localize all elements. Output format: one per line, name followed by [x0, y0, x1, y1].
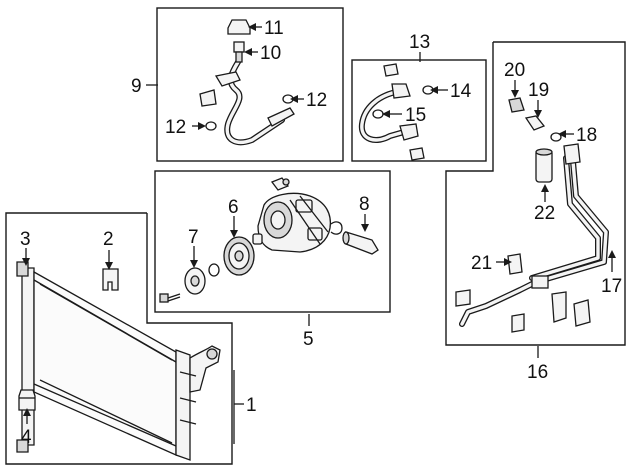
compressor [257, 177, 332, 253]
receiver-drier [535, 148, 553, 183]
callout-15: 15 [405, 105, 426, 126]
callout-11: 11 [264, 18, 284, 39]
drier-o-ring [550, 132, 562, 142]
clutch-pulley [223, 236, 255, 276]
callout-16: 16 [527, 362, 548, 383]
liquid-line-group-box [445, 41, 626, 346]
snap-ring [208, 263, 220, 277]
pressure-sensor [507, 253, 523, 275]
callout-18: 18 [576, 125, 597, 146]
compressor-group-box [154, 170, 391, 313]
condenser-mount-cushion [18, 389, 36, 411]
drier-cap [508, 97, 525, 113]
callout-14: 14 [450, 81, 472, 102]
leaders [22, 23, 616, 444]
shim [252, 233, 263, 245]
discharge-o-ring-b [372, 109, 384, 119]
relief-valve-o-ring [330, 221, 343, 235]
condenser-bracket [102, 268, 119, 291]
callout-4: 4 [21, 427, 32, 448]
condenser-group-box [5, 212, 233, 465]
service-valve-cap [227, 19, 251, 35]
liquid-line [455, 143, 609, 333]
discharge-hose-group-box [351, 59, 487, 162]
discharge-hose [358, 63, 425, 161]
condenser [16, 261, 221, 461]
callout-7: 7 [188, 227, 199, 248]
callout-8: 8 [359, 194, 370, 215]
callout-22: 22 [534, 203, 555, 224]
callout-6: 6 [228, 197, 239, 218]
clutch-bolt [159, 293, 181, 303]
callout-2: 2 [103, 229, 114, 250]
service-valve [233, 41, 245, 63]
callout-12-lower: 12 [165, 117, 186, 138]
callout-13: 13 [409, 32, 430, 53]
pressure-switch [342, 231, 379, 255]
callout-10: 10 [260, 43, 281, 64]
suction-hose [199, 59, 295, 146]
callout-3: 3 [20, 229, 31, 250]
callout-19: 19 [528, 80, 549, 101]
callout-21: 21 [471, 253, 492, 274]
callout-1: 1 [246, 395, 257, 416]
callout-20: 20 [504, 60, 525, 81]
callout-9: 9 [131, 76, 142, 97]
clutch-plate [184, 267, 206, 295]
suction-o-ring-b [205, 121, 217, 131]
drier-plug [524, 115, 546, 131]
callout-12-suction: 12 [306, 90, 327, 111]
callout-17: 17 [601, 276, 622, 297]
callout-5: 5 [303, 329, 314, 350]
